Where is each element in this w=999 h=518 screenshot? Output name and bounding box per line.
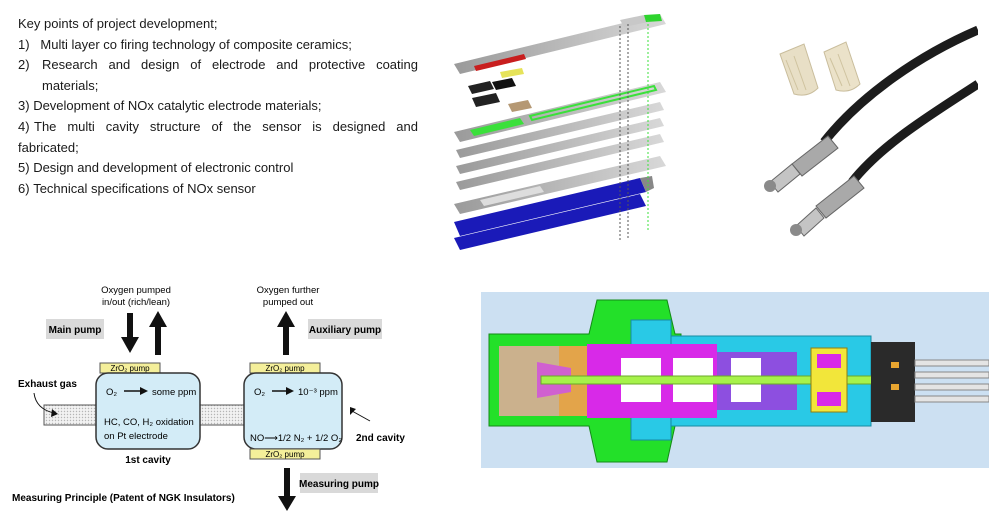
oxygen-further-label: Oxygen further bbox=[257, 285, 320, 296]
layer-4 bbox=[454, 156, 666, 214]
arrow-down-measure-icon bbox=[278, 468, 296, 511]
arrow-down-icon bbox=[121, 313, 139, 353]
key-point-4-cont: fabricated; bbox=[18, 139, 79, 155]
main-pump-pill bbox=[46, 319, 104, 339]
main-pump-label: Main pump bbox=[49, 325, 102, 336]
svg-text:on Pt electrode: on Pt electrode bbox=[104, 431, 168, 442]
key-points-heading: Key points of project development; bbox=[18, 16, 218, 31]
layer-3 bbox=[456, 102, 664, 190]
wire-grommet bbox=[871, 342, 915, 422]
first-cavity-label: 1st cavity bbox=[125, 455, 171, 466]
sensor-body-upper bbox=[764, 135, 839, 193]
measuring-pump-label: Measuring pump bbox=[299, 479, 379, 490]
key-point-3: 3) Development of NOx catalytic electrod… bbox=[18, 98, 322, 114]
sensor-layer-stack-image bbox=[454, 14, 666, 250]
aux-pump-pill bbox=[308, 319, 382, 339]
key-point-5: 5) Design and development of electronic … bbox=[18, 160, 294, 176]
svg-text:O₂: O₂ bbox=[106, 387, 117, 398]
svg-text:O₂: O₂ bbox=[254, 387, 265, 398]
svg-text:10⁻³ ppm: 10⁻³ ppm bbox=[298, 387, 338, 398]
layer-blue bbox=[454, 176, 654, 250]
svg-text:some ppm: some ppm bbox=[152, 387, 196, 398]
sensor-body-lower bbox=[790, 175, 865, 237]
arrow-up-icon bbox=[149, 311, 167, 355]
oxygen-pumped-label: Oxygen pumped bbox=[101, 285, 171, 296]
measuring-pump-pill bbox=[300, 473, 378, 493]
layer-1 bbox=[454, 14, 666, 74]
sensor-cross-section-image bbox=[481, 292, 989, 468]
key-point-6: 6) Technical specifications of NOx senso… bbox=[18, 180, 256, 196]
output-wires bbox=[891, 359, 989, 403]
key-points-text: Key points of project development; 1) Mu… bbox=[18, 14, 418, 199]
measuring-principle-diagram: Oxygen pumped in/out (rich/lean) Oxygen … bbox=[12, 285, 405, 511]
layer-2 bbox=[454, 82, 666, 142]
oxygen-further-label-2: pumped out bbox=[263, 297, 314, 308]
ceramic-cap-right bbox=[823, 41, 861, 92]
key-point-1: 1) Multi layer co firing technology of c… bbox=[18, 36, 352, 52]
gas-connect-channel bbox=[195, 404, 245, 426]
svg-text:ZrO₂ pump: ZrO₂ pump bbox=[110, 364, 150, 373]
layer-electrodes bbox=[468, 68, 532, 112]
key-point-4: 4)The multi cavity structure of the sens… bbox=[18, 118, 418, 134]
svg-text:NO⟶1/2 N₂ + 1/2 O₂: NO⟶1/2 N₂ + 1/2 O₂ bbox=[250, 433, 342, 444]
exhaust-gas-label: Exhaust gas bbox=[18, 379, 77, 390]
zro2-pump-strip-2-bottom bbox=[249, 448, 321, 460]
arrow-up-aux-icon bbox=[277, 311, 295, 355]
aux-pump-label: Auxiliary pump bbox=[309, 325, 381, 336]
key-point-2-cont: materials; bbox=[42, 77, 99, 93]
diagram-footer: Measuring Principle (Patent of NGK Insul… bbox=[12, 493, 235, 504]
oxygen-pumped-label-2: in/out (rich/lean) bbox=[102, 297, 170, 308]
ceramic-cap-left bbox=[779, 43, 819, 96]
svg-text:ZrO₂ pump: ZrO₂ pump bbox=[265, 450, 305, 459]
key-point-2: 2)Research and design of electrode and p… bbox=[18, 57, 418, 73]
nox-sensor-photo bbox=[752, 14, 978, 244]
svg-text:HC, CO, H₂ oxidation: HC, CO, H₂ oxidation bbox=[104, 417, 194, 428]
svg-text:ZrO₂ pump: ZrO₂ pump bbox=[265, 364, 305, 373]
connector-lines bbox=[619, 20, 649, 240]
second-cavity-label: 2nd cavity bbox=[356, 433, 405, 444]
first-cavity bbox=[95, 372, 201, 450]
